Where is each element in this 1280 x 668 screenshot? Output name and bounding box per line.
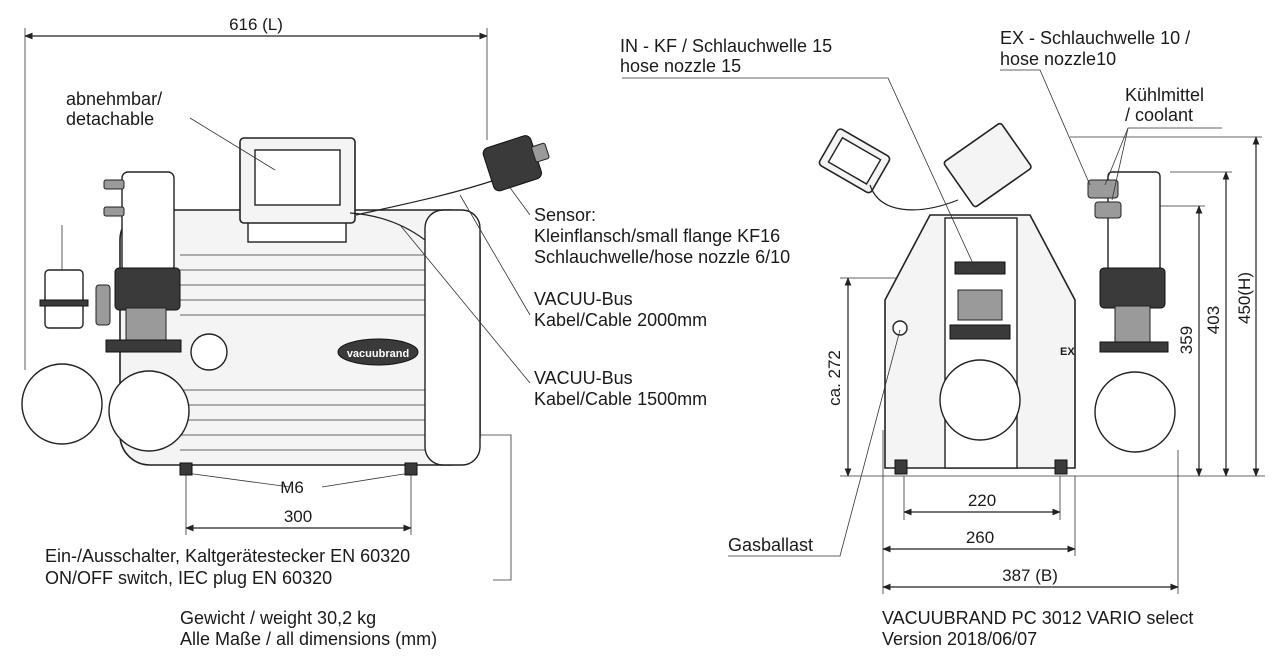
coolant-label-1: Kühlmittel <box>1125 85 1204 105</box>
ex-label-2: hose nozzle10 <box>1000 49 1116 69</box>
sensor-line-2: Kleinflansch/small flange KF16 <box>534 226 780 246</box>
switch-de: Ein-/Ausschalter, Kaltgerätestecker EN 6… <box>45 546 410 566</box>
height-359: 359 <box>1177 326 1196 354</box>
detachable-en: detachable <box>66 109 154 129</box>
model-label: VACUUBRAND PC 3012 VARIO select <box>882 608 1193 628</box>
version-label: Version 2018/06/07 <box>882 629 1037 649</box>
bus-cable-1-line-1: VACUU-Bus <box>534 289 633 309</box>
dim-300: 300 <box>284 507 312 526</box>
dim-387B: 387 (B) <box>1002 566 1058 585</box>
ex-label-1: EX - Schlauchwelle 10 / <box>1000 28 1190 48</box>
width-L-label: 616 (L) <box>229 15 283 34</box>
switch-en: ON/OFF switch, IEC plug EN 60320 <box>45 568 332 588</box>
in-label-2: hose nozzle 15 <box>620 56 741 76</box>
bus-cable-2-line-2: Kabel/Cable 1500mm <box>534 389 707 409</box>
bus-cable-2-line-1: VACUU-Bus <box>534 368 633 388</box>
weight-label: Gewicht / weight 30,2 kg <box>180 608 376 628</box>
height-ca272: ca. 272 <box>825 350 844 406</box>
dim-220: 220 <box>968 491 996 510</box>
in-label-1: IN - KF / Schlauchwelle 15 <box>620 36 832 56</box>
detachable-de: abnehmbar/ <box>66 89 162 109</box>
sensor-line-3: Schlauchwelle/hose nozzle 6/10 <box>534 247 790 267</box>
brand-logo: vacuubrand <box>347 348 409 360</box>
dim-260: 260 <box>966 528 994 547</box>
height-403: 403 <box>1204 306 1223 334</box>
sensor-line-1: Sensor: <box>534 205 596 225</box>
coolant-label-2: / coolant <box>1125 105 1193 125</box>
ex-mark: EX <box>1060 346 1075 358</box>
front-view: EX IN - KF / <box>620 28 1265 649</box>
dimensions-note: Alle Maße / all dimensions (mm) <box>180 629 437 649</box>
m6-label: M6 <box>280 478 304 497</box>
side-view: vacuubrand <box>21 15 790 649</box>
gasballast-label: Gasballast <box>728 535 813 555</box>
height-450H: 450(H) <box>1235 272 1254 324</box>
bus-cable-1-line-2: Kabel/Cable 2000mm <box>534 310 707 330</box>
